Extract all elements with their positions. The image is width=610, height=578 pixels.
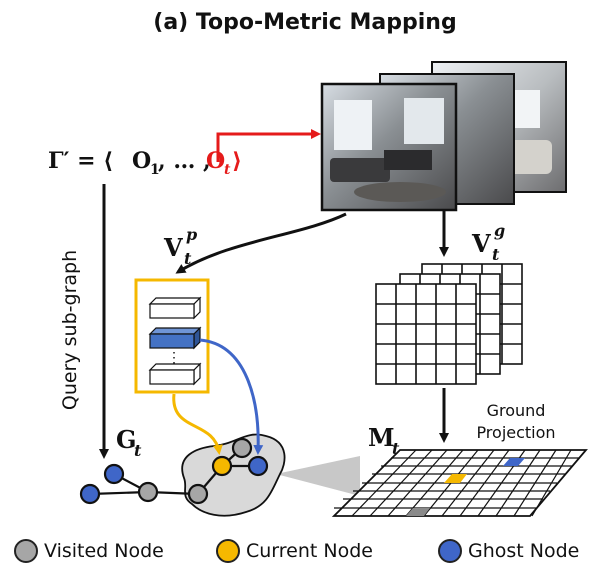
formula-rhs: ⟩ [232, 148, 242, 174]
vp-sup: p [186, 225, 197, 244]
formula-ot: O [206, 148, 225, 174]
ground-projection-line1: Ground [487, 401, 546, 420]
ground-projection-map [331, 449, 588, 517]
formula-o1: O [132, 148, 151, 174]
mt-base: M [368, 423, 395, 452]
formula-separator: , … , [158, 148, 218, 174]
red-arrow-observation [216, 129, 321, 162]
vertical-ellipsis: ⋮ [167, 350, 181, 366]
trajectory-formula: Γ′ = ⟨ O 1 , … , O t ⟩ [48, 148, 242, 178]
legend-ghost: Ghost Node [438, 536, 579, 566]
query-subgraph-label: Query sub-graph [59, 250, 81, 410]
observation-image-stack [320, 61, 567, 212]
vg-sup: g [494, 221, 505, 240]
ghost-node-2 [103, 463, 125, 485]
legend-visited-label: Visited Node [44, 540, 164, 562]
arrow-to-panorama-features [175, 212, 347, 274]
grid-feature-stack [375, 263, 523, 385]
ghost-node-3 [247, 455, 269, 477]
grid-feature-front [375, 283, 477, 385]
current-image-tv [384, 150, 432, 170]
current-image-rug [354, 182, 446, 202]
legend-ghost-label: Ghost Node [468, 540, 580, 562]
metric-map-label: M t [368, 423, 400, 458]
gt-base: G [116, 425, 137, 454]
panorama-feature-label: V t p [163, 225, 197, 268]
map-cell-visited [406, 508, 430, 516]
vp-base: V [163, 233, 183, 262]
diagram-title: (a) Topo-Metric Mapping [153, 10, 457, 35]
current-node-legend-icon [216, 539, 240, 563]
formula-ot-sub: t [224, 162, 231, 178]
map-cell-ghost [503, 458, 525, 466]
ghost-node-legend-icon [438, 539, 462, 563]
current-node [211, 455, 233, 477]
mt-sub: t [392, 439, 400, 458]
yellow-arrow-to-current-node [172, 393, 223, 455]
legend-visited: Visited Node [14, 536, 164, 566]
visited-node-1 [137, 481, 159, 503]
ghost-node-1 [79, 483, 101, 505]
current-image-window-left [334, 100, 372, 150]
graph-nodes [79, 437, 269, 505]
formula-o1-sub: 1 [150, 162, 160, 178]
feature-vector-top [148, 296, 202, 320]
projection-wedge [276, 456, 360, 496]
grid-feature-label: V t g [471, 221, 505, 264]
vg-base: V [471, 229, 491, 258]
map-cell-current [444, 474, 467, 483]
current-image-window-right [404, 98, 444, 144]
visited-node-2 [187, 483, 209, 505]
feature-vector-bottom [148, 362, 202, 386]
vp-sub: t [184, 249, 192, 268]
blue-arrow-to-ghost-node [199, 338, 264, 455]
graph-label: G t [116, 425, 142, 460]
formula-lhs: Γ′ = ⟨ [48, 148, 113, 174]
ground-projection-line2: Projection [476, 423, 555, 442]
legend-current: Current Node [216, 536, 373, 566]
gt-sub: t [134, 441, 142, 460]
current-image-sofa [330, 158, 390, 182]
visited-node-3 [231, 437, 253, 459]
legend-current-label: Current Node [246, 540, 373, 562]
visited-node-legend-icon [14, 539, 38, 563]
feature-vector-highlighted [148, 326, 202, 350]
vg-sub: t [492, 245, 500, 264]
